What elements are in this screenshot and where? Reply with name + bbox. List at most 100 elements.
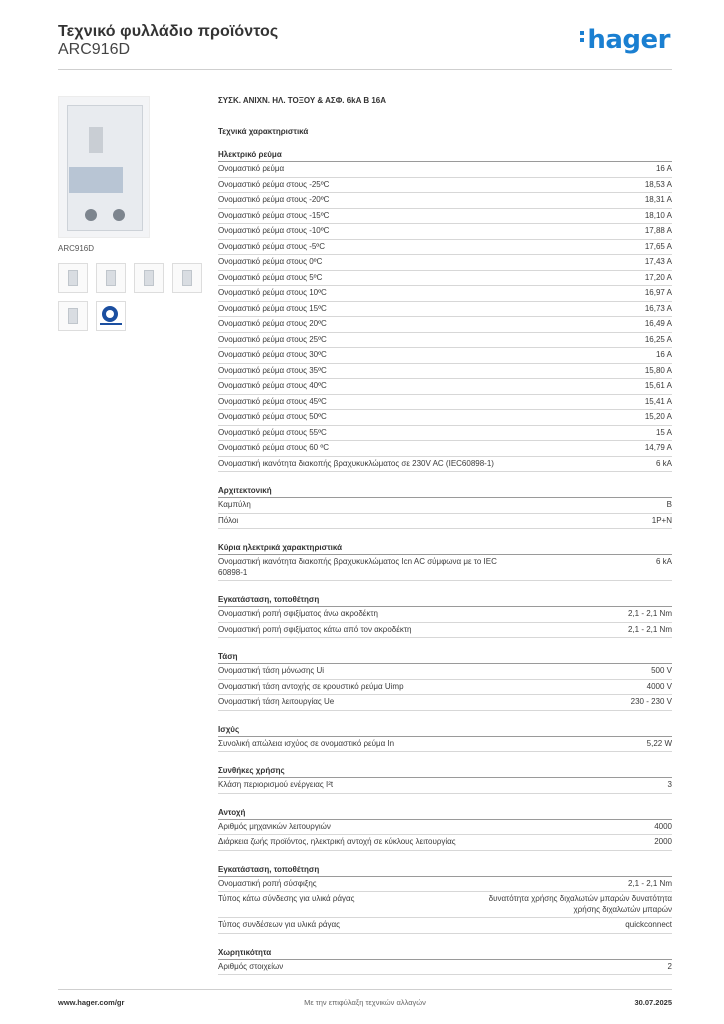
thumbnail-3[interactable] (134, 263, 164, 293)
spec-group-title: Ισχύς (218, 725, 672, 737)
website-link[interactable]: www.hager.com/gr (58, 998, 125, 1007)
spec-value: 1P+N (651, 515, 672, 525)
spec-label: Τύπος συνδέσεων για υλικά ράγας (218, 920, 340, 929)
spec-group-title: Εγκατάσταση, τοποθέτηση (218, 865, 672, 877)
product-image[interactable] (58, 96, 150, 238)
spec-row: Ονομαστικό ρεύμα στους 40ºC 15,61 A (218, 379, 672, 395)
logo-text: hager (587, 25, 670, 55)
spec-label: Ονομαστικό ρεύμα στους -15ºC (218, 210, 330, 220)
spec-row: Ονομαστική τάση αντοχής σε κρουστικό ρεύ… (218, 680, 672, 695)
spec-value: 15,41 A (644, 396, 672, 406)
spec-row: Ονομαστική ροπή σφιξίματος άνω ακροδέκτη… (218, 607, 672, 623)
thumbnail-2[interactable] (96, 263, 126, 293)
thumbnail-1[interactable] (58, 263, 88, 293)
quickconnect-logo-icon[interactable] (96, 301, 126, 331)
spec-label: Ονομαστικό ρεύμα στους -25ºC (218, 179, 330, 189)
spec-label: Διάρκεια ζωής προϊόντος, ηλεκτρική αντοχ… (218, 837, 456, 846)
spec-value: δυνατότητα χρήσης διχαλωτών μπαρών δυνατ… (488, 894, 672, 914)
spec-value: 16,25 A (644, 334, 672, 344)
spec-value: 2000 (654, 837, 672, 846)
spec-row: Τύπος κάτω σύνδεσης για υλικά ράγας δυνατ… (218, 892, 672, 918)
footer-note: Με την επιφύλαξη τεχνικών αλλαγών (304, 998, 426, 1007)
spec-value: 4000 (654, 821, 672, 831)
spec-value: B (666, 500, 672, 509)
spec-label: Ονομαστικό ρεύμα στους 55ºC (218, 427, 327, 437)
spec-label: Ονομαστικό ρεύμα στους 40ºC (218, 381, 327, 390)
spec-value: 15 A (655, 427, 672, 437)
spec-label: Κλάση περιορισμού ενέργειας I²t (218, 780, 334, 789)
document-title: Τεχνικό φυλλάδιο προϊόντος (58, 23, 279, 40)
spec-value: 2,1 - 2,1 Nm (627, 878, 672, 888)
spec-label: Τύπος κάτω σύνδεσης για υλικά ράγας (218, 894, 355, 903)
spec-label: Συνολική απώλεια ισχύος σε ονομαστικό ρε… (218, 738, 395, 748)
spec-value: 2 (667, 961, 672, 971)
spec-row: Κλάση περιορισμού ενέργειας I²t 3 (218, 778, 672, 794)
product-code: ARC916D (58, 41, 131, 58)
spec-label: Ονομαστικό ρεύμα στους -5ºC (218, 241, 326, 251)
thumbnail-4[interactable] (172, 263, 202, 293)
spec-label: Ονομαστική ροπή σφιξίματος κάτω από τον … (218, 624, 412, 634)
spec-value: 4000 V (646, 681, 672, 691)
spec-label: Ονομαστικό ρεύμα στους 45ºC (218, 396, 327, 406)
spec-value: 18,53 A (644, 179, 672, 189)
spec-label: Ονομαστικό ρεύμα στους 20ºC (218, 319, 327, 328)
spec-label: Ονομαστική ικανότητα διακοπής βραχυκυκλώ… (218, 557, 497, 577)
spec-row: Ονομαστική ικανότητα διακοπής βραχυκυκλώ… (218, 555, 672, 581)
spec-value: 16,97 A (644, 288, 672, 297)
spec-row: Διάρκεια ζωής προϊόντος, ηλεκτρική αντοχ… (218, 835, 672, 851)
spec-value: 17,43 A (644, 257, 672, 266)
spec-group-title: Χωρητικότητα (218, 948, 672, 960)
spec-value: 6 kA (655, 557, 672, 566)
header-divider (58, 69, 672, 70)
spec-row: Ονομαστικό ρεύμα στους 45ºC 15,41 A (218, 395, 672, 410)
spec-row: Ονομαστικό ρεύμα στους -15ºC 18,10 A (218, 209, 672, 224)
spec-value: 3 (667, 780, 672, 789)
spec-row: Ονομαστική ροπή σφιξίματος κάτω από τον … (218, 623, 672, 638)
spec-row: Ονομαστική ροπή σύσφιξης 2,1 - 2,1 Nm (218, 877, 672, 892)
spec-value: 17,20 A (644, 272, 672, 282)
spec-label: Ονομαστική ροπή σύσφιξης (218, 878, 317, 888)
spec-row: Ονομαστικό ρεύμα στους 55ºC 15 A (218, 426, 672, 441)
spec-value: 15,80 A (644, 365, 672, 375)
spec-value: 15,61 A (644, 381, 672, 390)
page-header: Τεχνικό φυλλάδιο προϊόντος ARC916D hager (58, 20, 672, 70)
spec-label: Ονομαστικό ρεύμα στους 60 ºC (218, 443, 330, 452)
spec-value: 6 kA (655, 458, 672, 468)
spec-row: Ονομαστικό ρεύμα στους -25ºC 18,53 A (218, 178, 672, 193)
section-title: Τεχνικά χαρακτηριστικά (218, 127, 309, 136)
spec-value: 2,1 - 2,1 Nm (627, 624, 672, 634)
spec-label: Ονομαστικό ρεύμα στους 15ºC (218, 303, 327, 313)
spec-value: 18,10 A (644, 210, 672, 220)
spec-label: Ονομαστική τάση μόνωσης Ui (218, 666, 325, 675)
spec-value: 500 V (651, 666, 672, 675)
thumbnail-strip (58, 263, 208, 331)
spec-label: Ονομαστικό ρεύμα στους 50ºC (218, 412, 327, 421)
spec-value: 230 - 230 V (630, 697, 672, 706)
spec-group-title: Ηλεκτρικό ρεύμα (218, 150, 672, 162)
spec-value: 16 A (655, 350, 672, 359)
spec-label: Πόλοι (218, 515, 239, 525)
spec-label: Ονομαστικό ρεύμα στους 5ºC (218, 272, 323, 282)
spec-label: Ονομαστική ροπή σφιξίματος άνω ακροδέκτη (218, 609, 378, 618)
thumbnail-5[interactable] (58, 301, 88, 331)
